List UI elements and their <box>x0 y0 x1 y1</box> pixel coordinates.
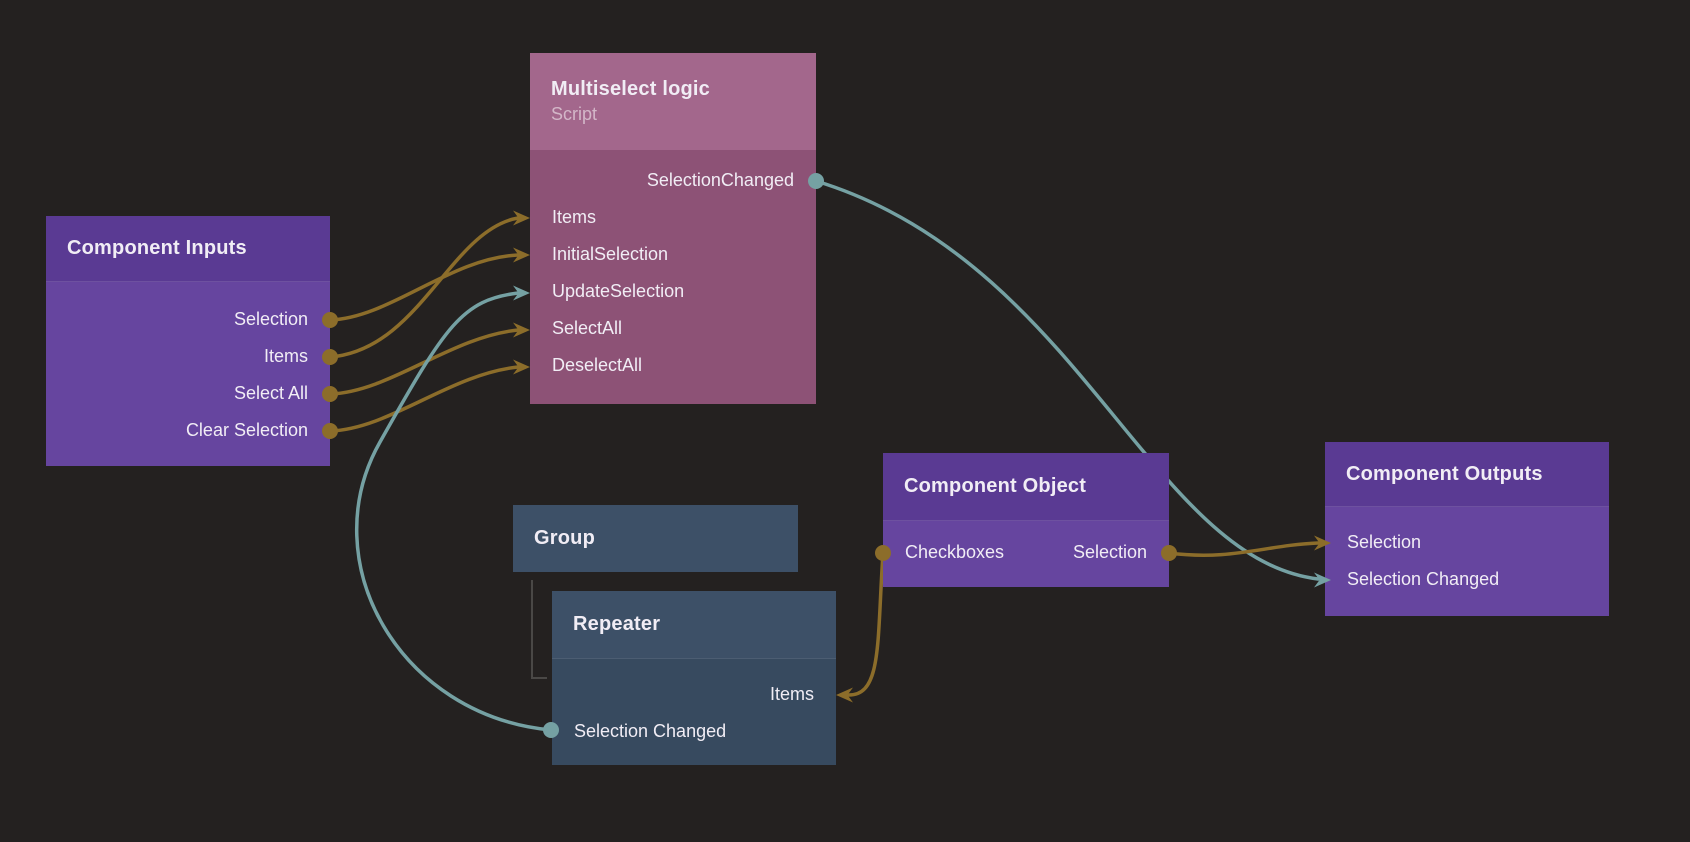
arrowhead-repeater-items <box>836 687 853 703</box>
port-object-selection[interactable]: Selection <box>1072 542 1147 562</box>
port-inputs-items[interactable]: Items <box>46 338 330 375</box>
port-logic-deselectall[interactable]: DeselectAll <box>530 347 816 384</box>
arrowhead-logic-initialselection <box>513 247 530 263</box>
edge-inputs-items-to-logic-items[interactable] <box>328 216 520 359</box>
port-row-component-object: Checkboxes Selection <box>883 534 1169 571</box>
port-inputs-clear-selection[interactable]: Clear Selection <box>46 412 330 449</box>
node-title-component-inputs: Component Inputs <box>67 237 247 259</box>
port-label: Clear Selection <box>185 420 308 440</box>
node-component-object[interactable]: Component Object Checkboxes Selection <box>883 453 1169 587</box>
node-body-multiselect-logic: SelectionChanged Items InitialSelection … <box>530 150 816 404</box>
port-label: Selection Changed <box>574 721 727 741</box>
port-logic-selectionchanged[interactable]: SelectionChanged <box>530 162 816 199</box>
node-header-repeater[interactable]: Repeater <box>552 591 836 659</box>
node-repeater[interactable]: Repeater Items Selection Changed <box>552 591 836 765</box>
node-title-group: Group <box>534 527 595 549</box>
node-header-multiselect-logic[interactable]: Multiselect logic Script <box>530 53 816 150</box>
port-outputs-selection[interactable]: Selection <box>1325 524 1609 561</box>
arrowhead-logic-updateselection <box>513 285 530 301</box>
port-label: SelectionChanged <box>646 170 794 190</box>
port-label: SelectAll <box>552 318 623 338</box>
port-label: Items <box>769 684 814 704</box>
node-component-outputs[interactable]: Component Outputs Selection Selection Ch… <box>1325 442 1609 616</box>
edge-inputs-clearselection-to-logic-deselectall[interactable] <box>328 365 520 433</box>
port-label: DeselectAll <box>552 355 643 375</box>
node-header-component-inputs[interactable]: Component Inputs <box>46 216 330 282</box>
edge-inputs-selectall-to-logic-selectall[interactable] <box>328 328 520 396</box>
node-title-component-object: Component Object <box>904 475 1087 497</box>
node-body-component-inputs: Selection Items Select All Clear Selecti… <box>46 282 330 466</box>
arrowhead-logic-selectall <box>513 322 530 338</box>
port-label: Selection <box>1347 532 1422 552</box>
node-title-repeater: Repeater <box>573 613 661 635</box>
port-repeater-selection-changed[interactable]: Selection Changed <box>552 713 836 750</box>
port-outputs-selection-changed[interactable]: Selection Changed <box>1325 561 1609 598</box>
edge-object-checkboxes-to-repeater-items[interactable] <box>847 551 885 697</box>
node-component-inputs[interactable]: Component Inputs Selection Items Select … <box>46 216 330 466</box>
edge-object-selection-to-outputs-selection[interactable] <box>1167 541 1320 557</box>
port-logic-updateselection[interactable]: UpdateSelection <box>530 273 816 310</box>
port-repeater-items[interactable]: Items <box>552 676 836 713</box>
port-label: Items <box>263 346 308 366</box>
port-label: Selection Changed <box>1347 569 1500 589</box>
node-title-component-outputs: Component Outputs <box>1346 462 1543 485</box>
port-inputs-select-all[interactable]: Select All <box>46 375 330 412</box>
arrowhead-logic-items <box>513 210 530 226</box>
group-repeater-connector <box>531 580 547 679</box>
node-header-component-object[interactable]: Component Object <box>883 453 1169 521</box>
port-inputs-selection[interactable]: Selection <box>46 301 330 338</box>
port-logic-items[interactable]: Items <box>530 199 816 236</box>
node-body-component-object: Checkboxes Selection <box>883 521 1169 587</box>
port-label: Items <box>552 207 597 227</box>
edge-inputs-selection-to-logic-initialselection[interactable] <box>328 253 520 322</box>
port-label: UpdateSelection <box>552 281 685 301</box>
node-title-multiselect-logic: Multiselect logic <box>551 78 710 100</box>
node-header-component-outputs[interactable]: Component Outputs <box>1325 442 1609 507</box>
port-logic-initialselection[interactable]: InitialSelection <box>530 236 816 273</box>
node-multiselect-logic[interactable]: Multiselect logic Script SelectionChange… <box>530 53 816 404</box>
arrowhead-logic-deselectall <box>513 359 530 375</box>
port-label: Select All <box>233 383 308 403</box>
node-body-component-outputs: Selection Selection Changed <box>1325 507 1609 616</box>
node-group[interactable]: Group <box>513 505 798 572</box>
node-header-group[interactable]: Group <box>513 505 798 572</box>
port-logic-selectall[interactable]: SelectAll <box>530 310 816 347</box>
port-label: InitialSelection <box>552 244 669 264</box>
port-label: Selection <box>233 309 308 329</box>
node-body-repeater: Items Selection Changed <box>552 659 836 765</box>
port-object-checkboxes[interactable]: Checkboxes <box>905 542 1005 562</box>
node-subtitle-multiselect-logic: Script <box>551 104 598 124</box>
